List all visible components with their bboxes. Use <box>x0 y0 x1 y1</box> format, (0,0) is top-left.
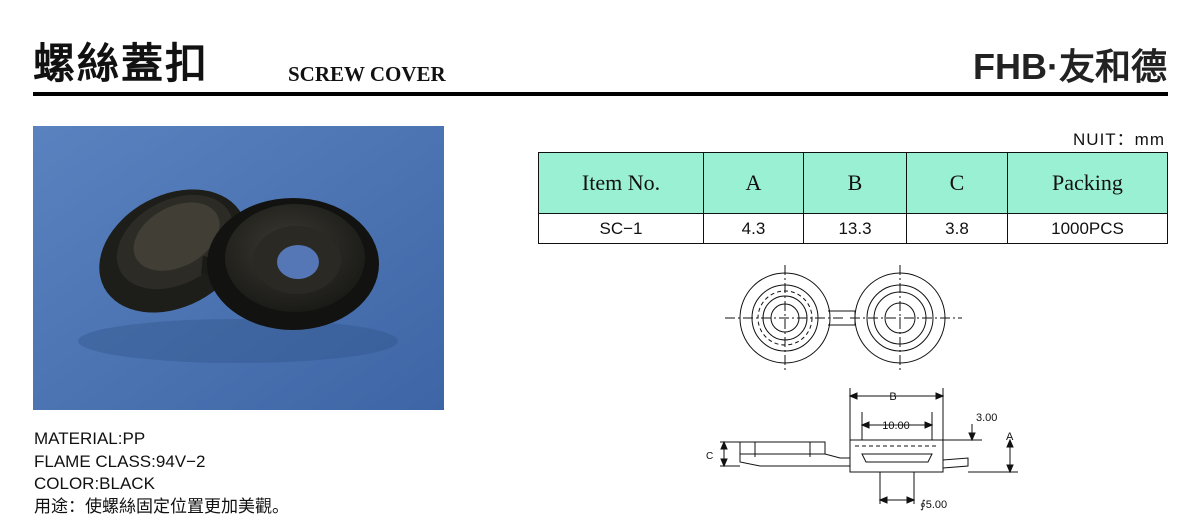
dim-inner: 10.00 <box>882 420 910 432</box>
title-english: SCREW COVER <box>288 62 446 86</box>
header-rule <box>33 92 1168 96</box>
side-view: B 10.00 ∮5.00 3.00 A <box>706 388 1018 511</box>
table-header-cell: C <box>906 152 1008 214</box>
table-header-cell: Item No. <box>538 152 704 214</box>
dim-top: 3.00 <box>976 412 997 424</box>
unit-note: NUIT：mm <box>1073 130 1165 149</box>
table-header-cell: A <box>703 152 804 214</box>
dim-c: C <box>706 451 713 462</box>
dim-a: A <box>1006 431 1014 443</box>
dim-b: B <box>889 391 896 403</box>
table-cell: 3.8 <box>906 213 1008 244</box>
table-cell: 13.3 <box>803 213 907 244</box>
spec-list: MATERIAL:PP FLAME CLASS:94V−2 COLOR:BLAC… <box>34 428 289 518</box>
top-view-left <box>725 265 845 372</box>
table-header-row: Item No. A B C Packing <box>538 152 1168 214</box>
technical-drawing: B 10.00 ∮5.00 3.00 A <box>706 265 1018 511</box>
spec-flame-class: FLAME CLASS:94V−2 <box>34 451 206 471</box>
table-header-cell: B <box>803 152 907 214</box>
spec-color: COLOR:BLACK <box>34 474 155 493</box>
table-cell: 4.3 <box>703 213 804 244</box>
title-chinese: 螺絲蓋扣 <box>33 39 210 88</box>
table-cell: SC−1 <box>538 213 704 244</box>
table-header-cell: Packing <box>1007 152 1168 214</box>
brand-logo: FHB·友和德 <box>973 46 1167 87</box>
dim-phi: ∮5.00 <box>920 499 947 511</box>
top-view-right <box>850 265 962 372</box>
table-row: SC−1 4.3 13.3 3.8 1000PCS <box>538 213 1168 244</box>
spec-table: Item No. A B C Packing SC−1 4.3 13.3 3.8… <box>538 152 1168 244</box>
table-cell: 1000PCS <box>1007 213 1168 244</box>
product-photo <box>33 126 444 410</box>
spec-material: MATERIAL:PP <box>34 429 146 448</box>
spec-usage: 用途：使螺絲固定位置更加美觀。 <box>34 496 289 516</box>
